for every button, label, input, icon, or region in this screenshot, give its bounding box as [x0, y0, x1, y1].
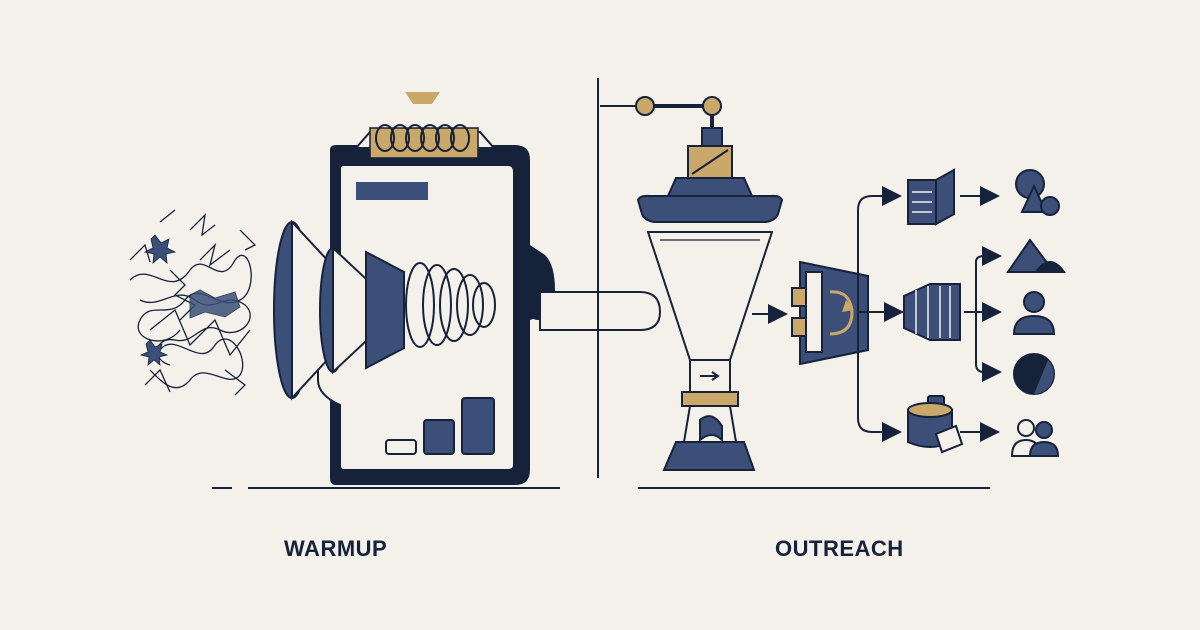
- half-circle-icon: [1013, 353, 1055, 395]
- branch-connectors: [857, 186, 1002, 442]
- database-icon: [907, 395, 964, 454]
- robotic-arm-icon: [600, 96, 754, 197]
- warmup-label: WARMUP: [284, 536, 388, 561]
- person-icon: [1012, 291, 1056, 335]
- outreach-label: OUTREACH: [775, 536, 904, 561]
- fan-block-icon: [903, 283, 961, 341]
- machine-screen-bar: [356, 182, 428, 200]
- funnel-icon: [636, 194, 784, 471]
- gold-coil-icon: [369, 92, 479, 159]
- speaker-cone-icon: [273, 219, 405, 401]
- stack-block-icon: [907, 168, 955, 226]
- group-people-icon: [1010, 419, 1060, 457]
- bar-chart-icon: [385, 397, 495, 455]
- mountain-icon: [1006, 238, 1066, 273]
- scribble-burst-marks: [139, 234, 241, 366]
- warmup-machine-icon: [317, 131, 555, 485]
- connecting-pipe: [539, 291, 662, 331]
- triangle-circle-icon: [1015, 169, 1060, 216]
- spring-coil-icon: [405, 262, 496, 348]
- tangle-scribble-icon: [129, 209, 257, 396]
- switch-box-icon: [791, 260, 869, 366]
